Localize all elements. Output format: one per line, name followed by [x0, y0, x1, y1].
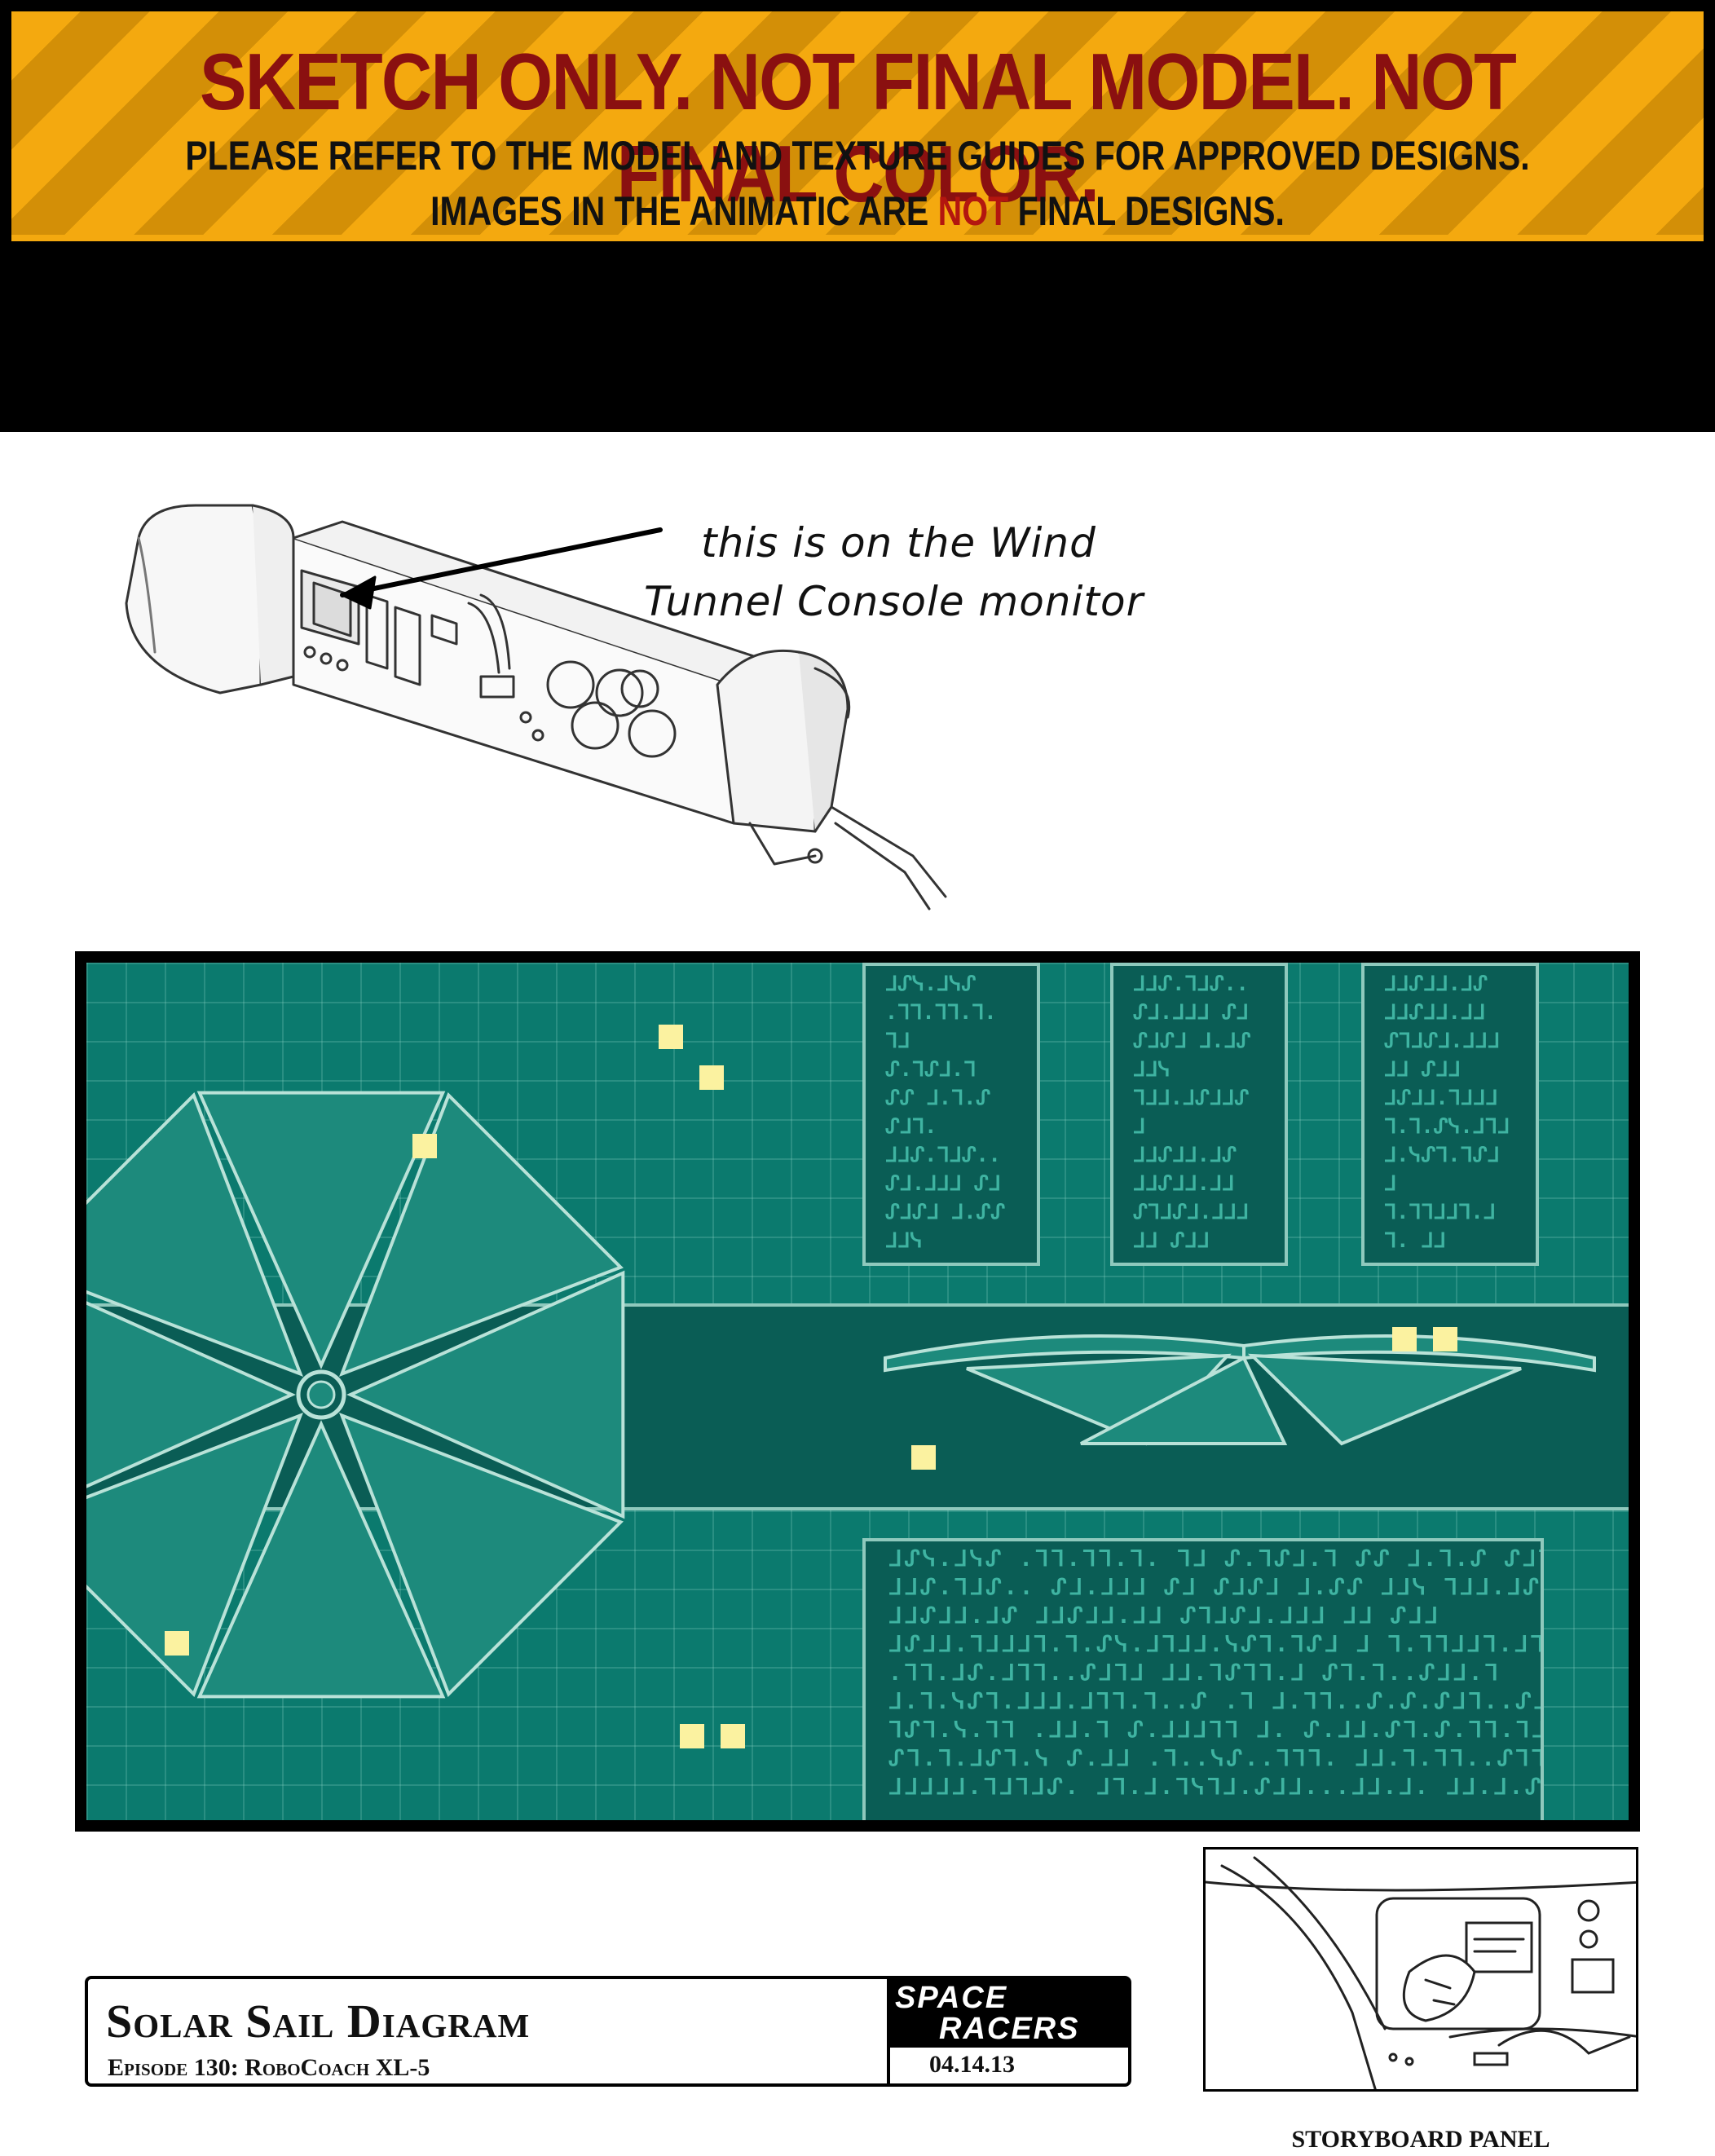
title-block: Solar Sail Diagram Episode 130: RoboCoac…	[85, 1976, 1131, 2087]
banner-headline: SKETCH ONLY. NOT FINAL MODEL. NOT FINAL …	[199, 37, 1517, 218]
sail-wedge	[86, 1301, 296, 1488]
readout-line: ᒧᒧᓭ	[885, 1228, 923, 1252]
readout-line: ᔑᒧ.ᒧᒧᒧ ᔑᒧ	[1133, 1000, 1249, 1024]
side-view-wedge-2	[1080, 1356, 1288, 1445]
readout-line: ᔑᒧ.ᒧᒧᒧ ᔑᒧ	[885, 1171, 1001, 1195]
space-racers-logo: SPACE RACERS 04.14.13	[887, 1979, 1128, 2083]
readout-line: ᔑᒧᔑᒧ ᒧ.ᒧᔑ	[1133, 1029, 1251, 1052]
marker	[165, 1631, 189, 1656]
readout-line: ᒧ.ᓭᔑᒣ.ᒣᔑᒧ	[1384, 1143, 1500, 1166]
solar-sail-top-view	[86, 1091, 625, 1699]
black-band	[0, 261, 1715, 432]
readout-column-3: ᒧᒧᔑᒧᒧ.ᒧᔑ ᒧᒧᔑᒧᒧ.ᒧᒧ ᔑᒣᒧᔑᒧ.ᒧᒧᒧ ᒧᒧ ᔑᒧᒧ ᒧᔑᒧᒧ.ᒣᒧᒧᒧ…	[1361, 963, 1539, 1266]
readout-line: ᒣᒧᒧ.ᒧᔑᒧᒧᔑ	[1133, 1086, 1250, 1109]
readout-line: ᒧᒧ ᔑᒧᒧ	[1133, 1228, 1210, 1252]
readout-line: ᒧᒧᓭ	[1133, 1057, 1171, 1081]
readout-block: ᒧᔑᓭ.ᒧᓭᔑ .ᒣᒣ.ᒣᒣ.ᒣ. ᒣᒧ ᔑ.ᒣᔑᒧ.ᒣ ᔑᔑ ᒧ.ᒣ.ᔑ ᔑᒧ…	[862, 1538, 1544, 1820]
readout-line: ᒧᒧ ᔑᒧᒧ	[1384, 1057, 1461, 1081]
hazard-stripes: SKETCH ONLY. NOT FINAL MODEL. NOT FINAL …	[11, 11, 1704, 241]
marker	[911, 1445, 936, 1470]
readout-line: ᒧᒧᔑᒧᒧ.ᒧᒧ	[1133, 1171, 1235, 1195]
marker	[1392, 1327, 1417, 1351]
readout-column-2: ᒧᒧᔑ.ᒣᒧᔑ.. ᔑᒧ.ᒧᒧᒧ ᔑᒧ ᔑᒧᔑᒧ ᒧ.ᒧᔑ ᒧᒧᓭ ᒣᒧᒧ.ᒧᔑᒧᒧᔑ ᒧ…	[1110, 963, 1288, 1266]
marker-group	[165, 1025, 1457, 1748]
sketch-annotation: this is on the Wind Tunnel Console monit…	[644, 514, 1215, 631]
readout-line: ᔑᒧᔑᒧ ᒧ.ᔑᔑ	[885, 1200, 1006, 1223]
readout-line: ᒧ	[1133, 1114, 1146, 1138]
banner-animatic-before: IMAGES IN THE ANIMATIC ARE	[430, 188, 938, 234]
banner-animatic-note: IMAGES IN THE ANIMATIC ARE NOT FINAL DES…	[164, 187, 1551, 235]
console-sketch	[98, 440, 994, 946]
marker	[412, 1134, 437, 1158]
readout-line: ᒧᒧᔑᒧᒧ.ᒧᔑ ᒧᒧᔑᒧᒧ.ᒧᒧ ᔑᒣᒧᔑᒧ.ᒧᒧᒧ ᒧᒧ ᔑᒧᒧ	[888, 1603, 1440, 1629]
readout-line: ᒣ.ᒣ.ᔑᓭ.ᒧᒣᒧ	[1384, 1114, 1510, 1138]
readout-line: ᒣ. ᒧᒧ	[1384, 1228, 1446, 1252]
readout-line: ᒣ.ᒣᒣᒧᒧᒣ.ᒧ	[1384, 1200, 1496, 1223]
readout-line: ᒧᒧᔑᒧᒧ.ᒧᔑ	[1133, 1143, 1237, 1166]
readout-line: ᒣᔑᒣ.ᓭ.ᒣᒣ .ᒧᒧ.ᒣ ᔑ.ᒧᒧᒧᒣᒣ ᒧ. ᔑ.ᒧᒧ.ᔑᒣ.ᔑ.ᒣᒣ.ᒣ…	[888, 1717, 1544, 1743]
marker	[680, 1724, 704, 1748]
marker	[699, 1065, 724, 1090]
readout-line: ᒧᒧᔑᒧᒧ.ᒧᒧ	[1384, 1000, 1486, 1024]
sail-hub-inner	[306, 1380, 336, 1409]
sail-wedge	[346, 1270, 625, 1519]
diagram-canvas	[86, 1025, 1629, 1748]
episode-subtitle: Episode 130: RoboCoach XL-5	[108, 2054, 430, 2081]
sail-wedge	[338, 1412, 624, 1697]
side-view-panel-right	[1242, 1334, 1596, 1373]
banner-animatic-not: NOT	[937, 188, 1009, 234]
solar-sail-side-view	[884, 1334, 1596, 1446]
warning-banner: SKETCH ONLY. NOT FINAL MODEL. NOT FINAL …	[0, 0, 1715, 261]
storyboard-label: STORYBOARD PANEL	[1291, 2126, 1550, 2153]
readout-line: ᔑᒣ.ᒣ.ᒧᔑᒣ.ᓭ ᔑ.ᒧᒧ .ᒣ..ᓭᔑ..ᒣᒣᒣ. ᒧᒧ.ᒣ.ᒣᒣ..ᔑᒣ…	[888, 1746, 1541, 1771]
marker	[721, 1724, 745, 1748]
diagram-title: Solar Sail Diagram	[106, 1995, 531, 2048]
readout-line: .ᒣᒣ.ᒣᒣ.ᒣ.	[885, 1000, 997, 1024]
readout-line: ᒣᒧ	[885, 1029, 910, 1052]
readout-line: ᔑᒧᒣ.	[885, 1114, 937, 1138]
sail-wedge	[196, 1420, 446, 1699]
sail-wedge	[86, 1412, 304, 1697]
date-stamp: 04.14.13	[929, 2051, 1015, 2078]
readout-line: ᔑᔑ ᒧ.ᒣ.ᔑ	[885, 1086, 991, 1109]
note-line-1: this is on the Wind	[701, 519, 1096, 567]
readout-line: ᔑᒣᒧᔑᒧ.ᒧᒧᒧ	[1133, 1200, 1250, 1223]
sail-wedge	[196, 1091, 446, 1369]
readout-line: ᒧᔑᓭ.ᒧᓭᔑ	[885, 972, 977, 995]
storyboard-panel	[1203, 1847, 1638, 2092]
readout-line: ᒧᔑᓭ.ᒧᓭᔑ .ᒣᒣ.ᒣᒣ.ᒣ. ᒣᒧ ᔑ.ᒣᔑᒧ.ᒣ ᔑᔑ ᒧ.ᒣ.ᔑ ᔑᒧ…	[888, 1546, 1544, 1572]
readout-line: ᒧᒧᒧᒧᒧ.ᒣᒧᒣᒧᔑ. ᒧᒣ.ᒧ.ᒣᓭᒣᒧ.ᔑᒧᒧ...ᒧᒧ.ᒧ. ᒧᒧ.ᒧ.…	[888, 1775, 1544, 1800]
marker	[659, 1025, 683, 1049]
banner-refer-note: PLEASE REFER TO THE MODEL AND TEXTURE GU…	[185, 133, 1530, 179]
readout-line: ᒧᒧᔑ.ᒣᒧᔑ..	[885, 1143, 1001, 1166]
readout-line: .ᒣᒣ.ᒧᔑ.ᒧᒣᒣ..ᔑᒧᒣᒧ ᒧᒧ.ᒣᔑᒣᒣ.ᒧ ᔑᒣ.ᒣ..ᔑᒧᒧ.ᒣ	[888, 1660, 1501, 1686]
side-view-wedge-3	[1247, 1353, 1522, 1446]
readout-line: ᒧᔑᒧᒧ.ᒣᒧᒧᒧᒣ.ᒣ.ᔑᓭ.ᒧᒣᒧᒧ.ᓭᔑᒣ.ᒣᔑᒧ ᒧ ᒣ.ᒣᒣᒧᒧᒣ.ᒧ…	[888, 1632, 1541, 1657]
logo-text-space: SPACE	[895, 1981, 1008, 2015]
banner-animatic-after: FINAL DESIGNS.	[1008, 188, 1285, 234]
readout-line: ᒧᒧᔑ.ᒣᒧᔑ.. ᔑᒧ.ᒧᒧᒧ ᔑᒧ ᔑᒧᔑᒧ ᒧ.ᔑᔑ ᒧᒧᓭ ᒣᒧᒧ.ᒧᔑ…	[888, 1575, 1544, 1600]
logo-background: SPACE RACERS	[890, 1979, 1128, 2048]
note-line-2: Tunnel Console monitor	[644, 578, 1144, 625]
readout-line: ᒧᔑᒧᒧ.ᒣᒧᒧᒧ	[1384, 1086, 1498, 1109]
sail-wedge	[338, 1092, 624, 1378]
readout-line: ᒧᒧᔑ.ᒣᒧᔑ..	[1133, 972, 1249, 995]
readout-line: ᔑ.ᒣᔑᒧ.ᒣ	[885, 1057, 977, 1081]
readout-line: ᔑᒣᒧᔑᒧ.ᒧᒧᒧ	[1384, 1029, 1501, 1052]
marker	[1433, 1327, 1457, 1351]
readout-line: ᒧ.ᒣ.ᓭᔑᒣ.ᒧᒧᒧ.ᒧᒣᒣ.ᒣ..ᔑ .ᒣ ᒧ.ᒣᒣ..ᔑ.ᔑ.ᔑᒧᒣ..ᔑ…	[888, 1689, 1541, 1714]
logo-text-racers: RACERS	[939, 2012, 1080, 2046]
readout-line: ᒧᒧᔑᒧᒧ.ᒧᔑ	[1384, 972, 1488, 995]
readout-column-1: ᒧᔑᓭ.ᒧᓭᔑ .ᒣᒣ.ᒣᒣ.ᒣ. ᒣᒧ ᔑ.ᒣᔑᒧ.ᒣ ᔑᔑ ᒧ.ᒣ.ᔑ ᔑᒧᒣ. ᒧᒧᔑ…	[862, 963, 1040, 1266]
sail-wedge	[86, 1092, 304, 1378]
readout-line: ᒧ	[1384, 1171, 1397, 1195]
